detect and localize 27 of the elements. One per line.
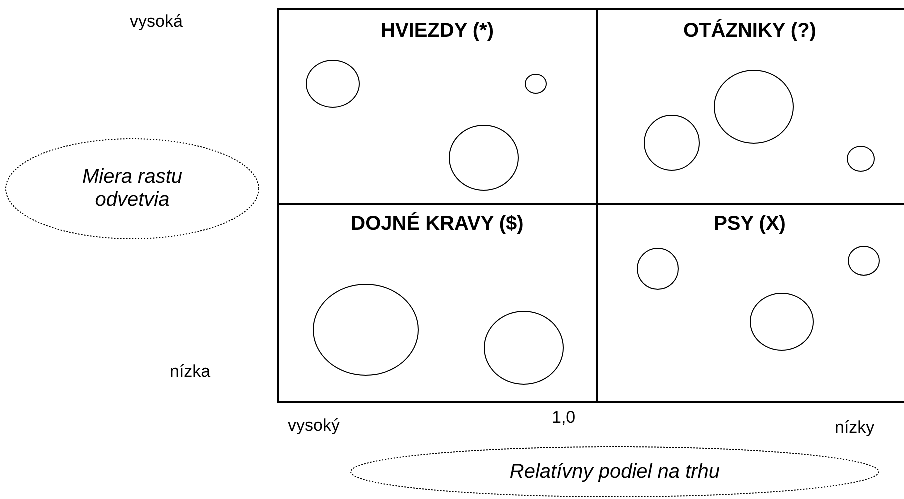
axis-scale-label: vysoký [288,416,340,436]
quadrant-title: DOJNÉ KRAVY ($) [351,213,524,236]
axis-scale-label: nízka [170,362,211,382]
bubble [313,284,419,376]
bubble [525,74,547,94]
quadrant-title: HVIEZDY (*) [381,20,494,43]
bubble [644,115,700,171]
quadrant-box [596,8,904,205]
axis-scale-label: 1,0 [552,408,576,428]
bubble [449,125,519,191]
axis-scale-label: nízky [835,418,875,438]
axis-title-oval [5,138,260,240]
bubble [637,248,679,290]
bubble [306,60,360,108]
bubble [848,246,880,276]
quadrant-title: PSY (X) [714,213,786,236]
bubble [750,293,814,351]
quadrant-box [277,203,598,403]
bubble [484,311,564,385]
axis-title: Relatívny podiel na trhu [510,460,720,484]
bubble [714,70,794,144]
axis-title-oval [350,446,880,498]
axis-title: Miera rastu odvetvia [81,166,184,212]
axis-scale-label: vysoká [130,12,183,32]
quadrant-title: OTÁZNIKY (?) [684,20,816,43]
bubble [847,146,875,172]
quadrant-box [277,8,598,205]
